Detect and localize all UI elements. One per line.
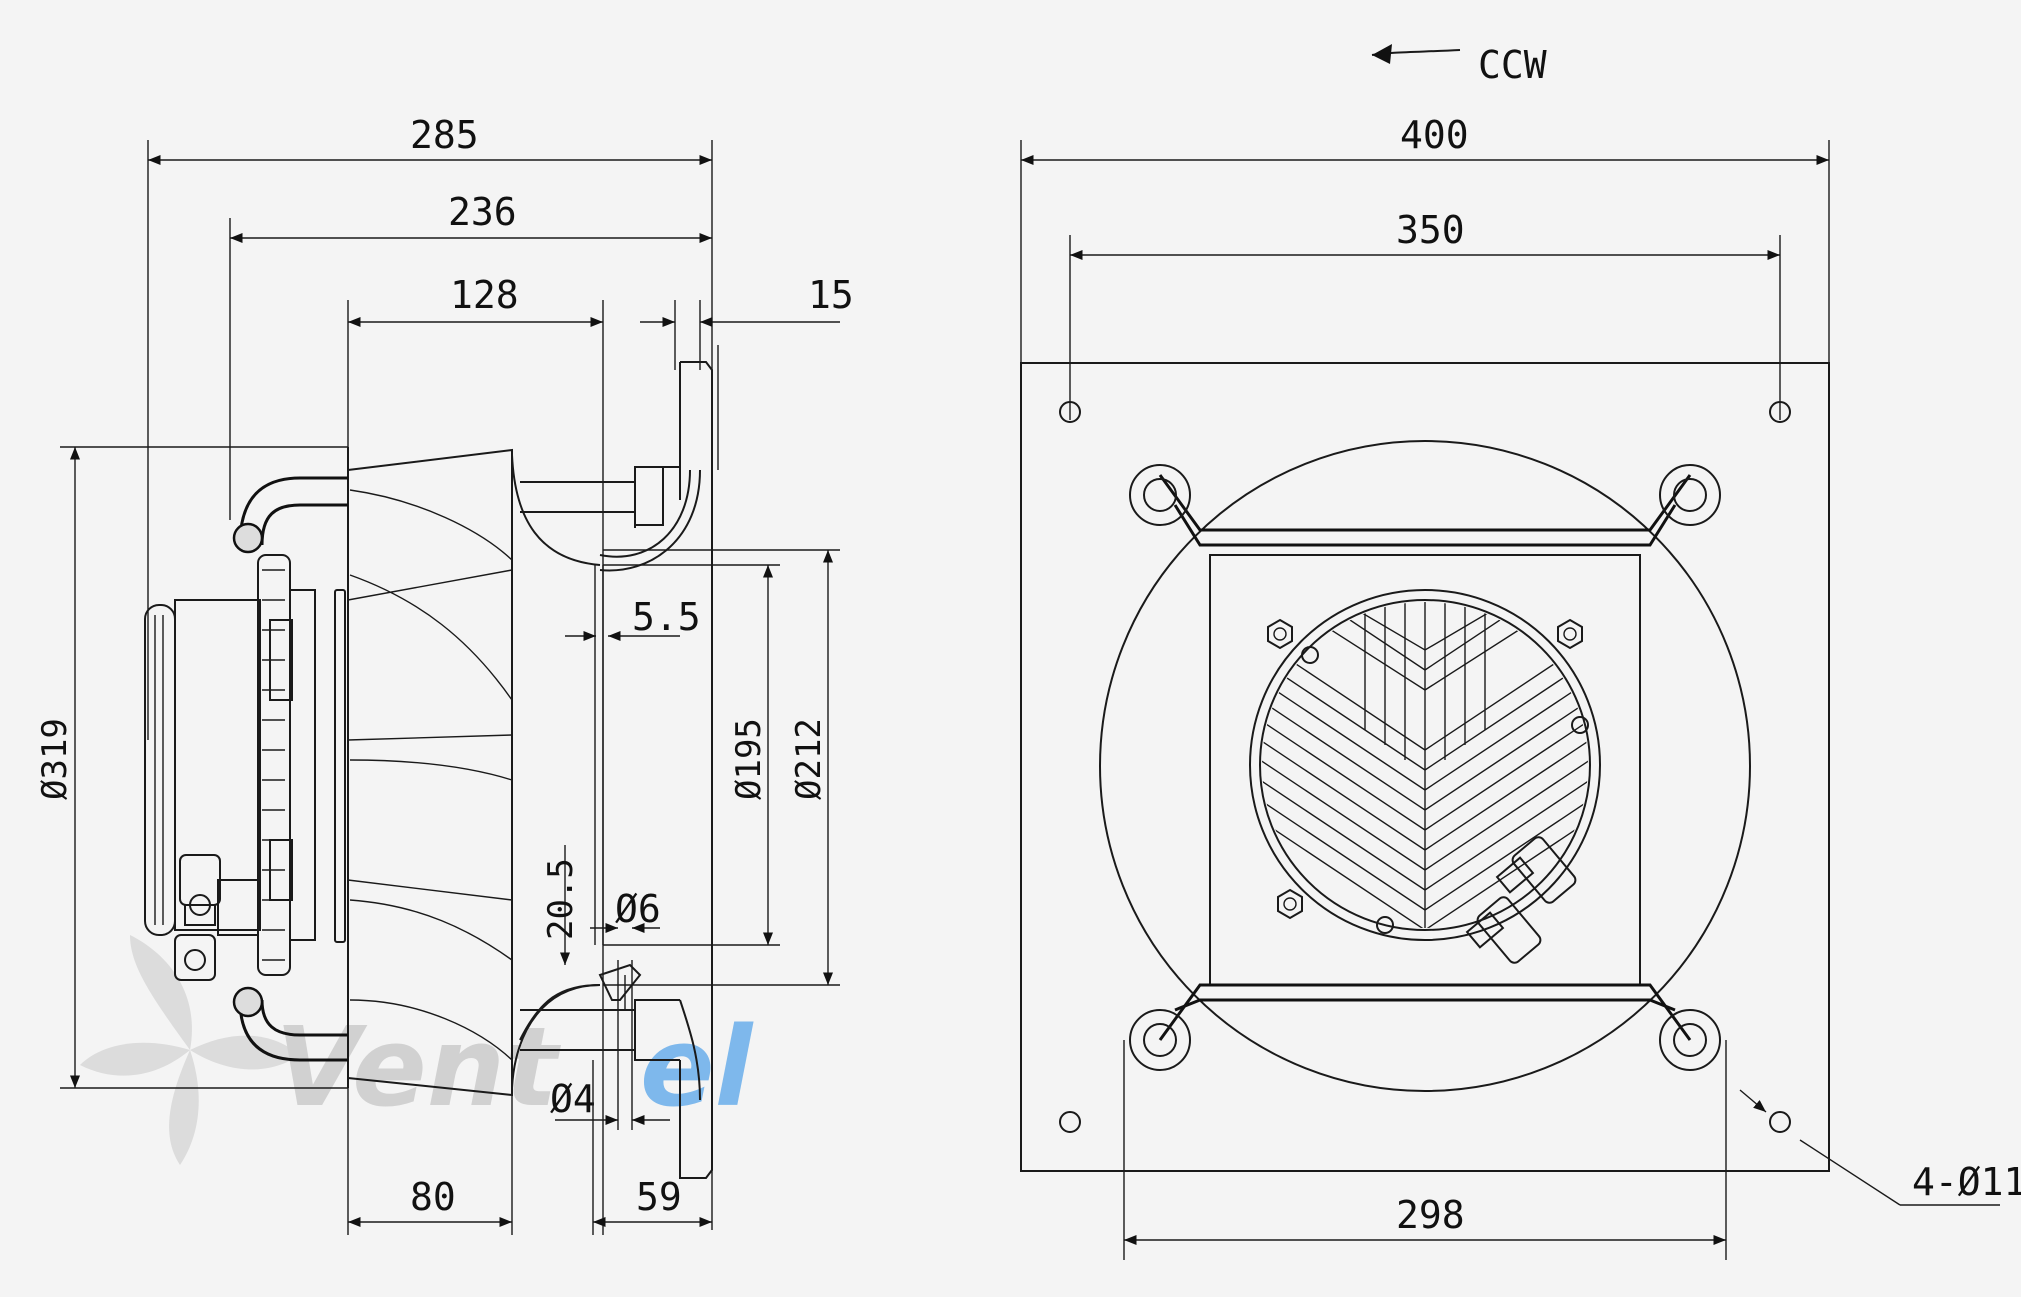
motor-heatsink	[1249, 589, 1601, 941]
bracket-top	[1129, 464, 1721, 547]
dim-59: 59	[636, 1175, 682, 1219]
rotation-indicator: CCW	[1371, 43, 1547, 87]
dim-dia-319: Ø319	[35, 718, 75, 800]
mounting-hole-icon	[1059, 1111, 1081, 1133]
dim-400: 400	[1400, 113, 1469, 157]
dim-20-5: 20.5	[541, 858, 581, 940]
flange-side	[679, 345, 719, 1179]
hex-bolt-icon	[1277, 888, 1303, 920]
mounting-plate	[1020, 362, 1830, 1172]
dim-dia-6: Ø6	[615, 887, 661, 931]
inlet-ring	[1099, 440, 1751, 1092]
dim-15: 15	[808, 273, 854, 317]
dim-128: 128	[450, 273, 519, 317]
screw-icon	[1376, 916, 1394, 934]
bracket-bottom	[1129, 983, 1721, 1071]
impeller-side	[347, 447, 604, 1097]
hex-bolt-icon	[1557, 618, 1583, 650]
side-view: 285 236 128 15 Ø319 Ø195 Ø212 5.5 20.5	[35, 113, 854, 1235]
mounting-hole-icon	[1769, 1111, 1791, 1133]
dim-4-dia-11: 4-Ø11	[1912, 1160, 2021, 1204]
dim-dia-212: Ø212	[789, 718, 829, 800]
hex-bolt-icon	[1267, 618, 1293, 650]
support-arm-upper	[520, 466, 701, 572]
dim-80: 80	[410, 1175, 456, 1219]
rotation-label: CCW	[1478, 43, 1547, 87]
motor-side	[144, 476, 348, 1062]
dim-236: 236	[448, 190, 517, 234]
fan-logo-icon	[80, 935, 300, 1165]
front-view: 400 350 298 4-Ø11	[1020, 113, 2021, 1260]
mounting-holes	[1059, 401, 1791, 1133]
hex-bolts	[1267, 618, 1583, 920]
screw-icon	[1571, 716, 1589, 734]
watermark-text-grey: Vent	[275, 1003, 561, 1131]
screw-icon	[1301, 646, 1319, 664]
dim-285: 285	[410, 113, 479, 157]
cable-glands	[1465, 836, 1577, 964]
mounting-hole-icon	[1059, 401, 1081, 423]
dim-5-5: 5.5	[632, 595, 701, 639]
watermark: Vent el	[80, 935, 754, 1165]
dim-dia-4: Ø4	[550, 1077, 596, 1121]
dim-298: 298	[1396, 1193, 1465, 1237]
mounting-hole-icon	[1769, 401, 1791, 423]
dim-dia-195: Ø195	[729, 718, 769, 800]
dim-350: 350	[1396, 208, 1465, 252]
balance-clip	[598, 963, 642, 1010]
